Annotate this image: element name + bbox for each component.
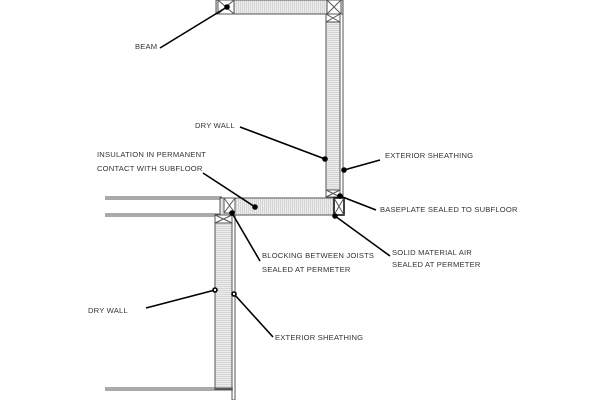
label-blocking-line1: BLOCKING BETWEEN JOISTS [262, 251, 375, 260]
label-exterior-sheathing-lower: EXTERIOR SHEATHING [275, 333, 364, 342]
label-insulation-line2: CONTACT WITH SUBFLOOR [97, 164, 203, 173]
floor-joist [219, 197, 345, 216]
label-blocking-line2: SEALED AT PERMETER [262, 265, 351, 274]
label-baseplate: BASEPLATE SEALED TO SUBFLOOR [380, 205, 518, 214]
leader-lines [145, 4, 391, 338]
upper-wall [325, 13, 344, 198]
label-insulation-line1: INSULATION IN PERMANENT [97, 150, 207, 159]
label-beam: BEAM [135, 42, 158, 51]
label-exterior-sheathing-upper: EXTERIOR SHEATHING [385, 151, 474, 160]
label-solid-material-line1: SOLID MATERIAL AIR [392, 248, 472, 257]
label-dry-wall-upper: DRY WALL [195, 121, 235, 130]
subfloor-lines [105, 196, 222, 217]
label-solid-material-line2: SEALED AT PERMETER [392, 260, 481, 269]
label-dry-wall-lower: DRY WALL [88, 306, 128, 315]
lower-wall [105, 214, 236, 400]
beam [215, 0, 344, 15]
